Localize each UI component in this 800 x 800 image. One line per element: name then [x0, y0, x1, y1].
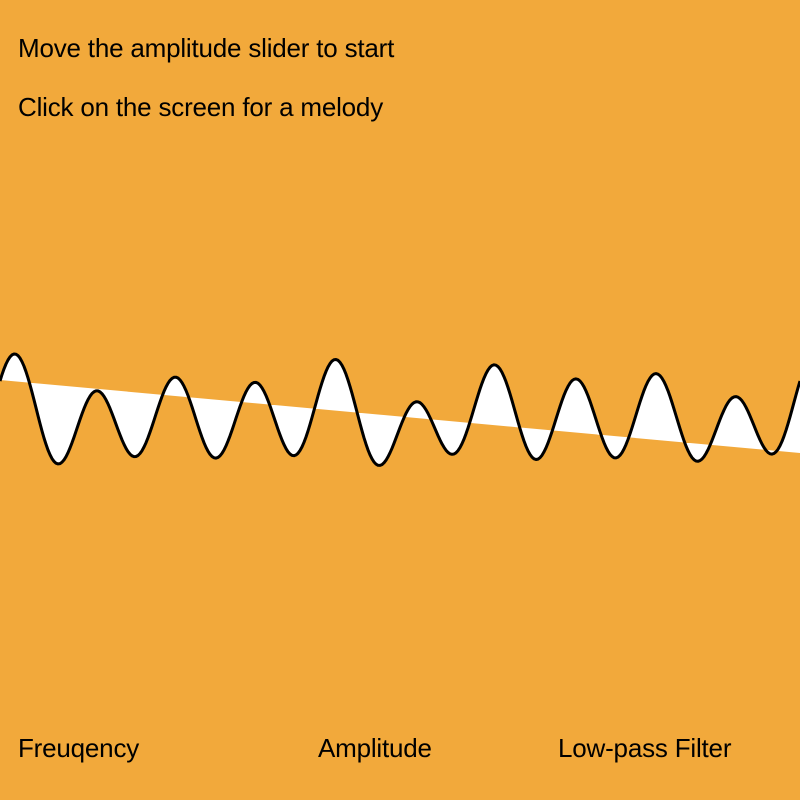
waveform-fill [0, 354, 800, 466]
frequency-slider-label: Freuqency [18, 733, 140, 763]
instruction-amplitude: Move the amplitude slider to start [18, 33, 395, 63]
waveform-line [0, 352, 800, 467]
amplitude-slider-label: Amplitude [318, 733, 432, 763]
lowpass-filter-slider-label: Low-pass Filter [558, 733, 732, 763]
instruction-melody: Click on the screen for a melody [18, 92, 383, 122]
